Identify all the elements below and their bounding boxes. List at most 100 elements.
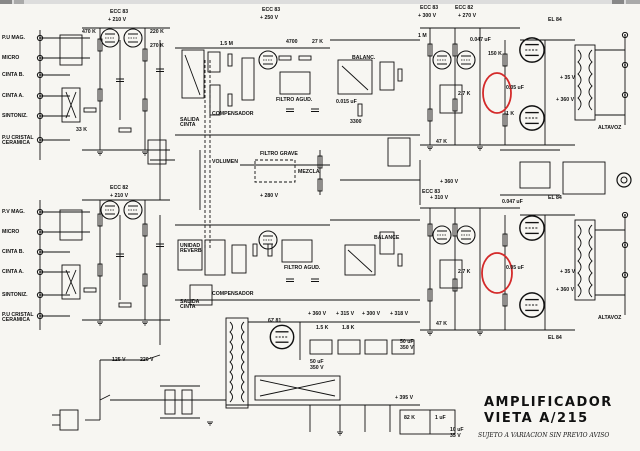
label-balance-1: BALANC. (352, 55, 376, 61)
component-value: 0.047 uF (502, 199, 523, 205)
component-value: 50 uF (310, 359, 324, 365)
label-altavoz-1: ALTAVOZ (598, 125, 622, 131)
tube-label-ecc83-b: ECC 83 (262, 7, 281, 13)
voltage-label: + 360 V (440, 179, 459, 185)
tube-label-ecc83-a: ECC 83 (110, 9, 129, 15)
tube-label-ecc82-a: ECC 82 (110, 185, 129, 191)
input-label-cinta-b-2: CINTA B. (2, 249, 24, 255)
component-value: 1.5 K (316, 325, 329, 331)
input-jacks (36, 31, 632, 320)
component-value: 470 K (82, 29, 96, 35)
component-value: 50 uF (400, 339, 414, 345)
input-label-micro-1: MICRO (2, 55, 20, 61)
central-shared-bus (147, 60, 560, 250)
component-value: 350 V (400, 345, 414, 351)
label-salida-cinta-1: SALIDA CINTA (180, 117, 200, 129)
scan-header-strip (0, 0, 640, 4)
label-filtro-agudo-2: FILTRO AGUD. (284, 265, 321, 271)
component-value: 350 V (310, 365, 324, 371)
component-value: 27 K (312, 39, 323, 45)
component-value: 220 K (150, 29, 164, 35)
input-label-cinta-a-2: CINTA A. (2, 269, 24, 275)
input-label-sintoniz-1: SINTONIZ. (2, 113, 28, 119)
voltage-label: + 35 V (560, 269, 576, 275)
schematic-title-line1: AMPLIFICADOR (484, 395, 613, 410)
component-value: 2.7 K (458, 269, 471, 275)
component-value: 1.5 M (220, 41, 233, 47)
component-value: 1 K (506, 111, 515, 117)
tube-label-ecc83-e: ECC 83 (422, 189, 441, 195)
annotation-circle-lower (481, 252, 513, 294)
component-value: 10 uF (450, 427, 464, 433)
label-compensador-1: COMPENSADOR (212, 111, 254, 117)
component-value: 33 K (76, 127, 87, 133)
annotation-circle-upper (482, 72, 512, 114)
label-altavoz-2: ALTAVOZ (598, 315, 622, 321)
input-label-pu-cristal-2: P.U CRISTAL CERAMICA (2, 312, 34, 324)
label-volumen: VOLUMEN (212, 159, 238, 165)
component-value: 82 K (404, 415, 415, 421)
component-value: 0.05 uF (506, 85, 524, 91)
label-mezcla: MEZCLA (298, 169, 320, 175)
input-label-micro-2: MICRO (2, 229, 20, 235)
voltage-label: + 210 V (110, 193, 129, 199)
component-value: 4700 (286, 39, 298, 45)
tube-label-el84-top: EL 84 (548, 17, 562, 23)
component-value: 220 V (140, 357, 154, 363)
input-label-cinta-b-1: CINTA B. (2, 72, 24, 78)
component-value: 0.015 uF (336, 99, 357, 105)
voltage-label: + 250 V (260, 15, 279, 21)
component-value: 2.7 K (458, 91, 471, 97)
label-unidad-reverb: UNIDAD REVERB (180, 243, 202, 255)
voltage-label: + 360 V (556, 287, 575, 293)
label-filtro-agudo-1: FILTRO AGUD. (276, 97, 313, 103)
component-value: 3300 (350, 119, 362, 125)
lower-channel (39, 199, 626, 331)
voltage-label: + 35 V (560, 75, 576, 81)
input-label-cinta-a-1: CINTA A. (2, 93, 24, 99)
tube-label-ecc83-c: ECC 83 (420, 5, 439, 11)
voltage-label: + 210 V (108, 17, 127, 23)
component-value: 0.047 uF (470, 37, 491, 43)
component-value: 125 V (112, 357, 126, 363)
annotation-circles (481, 72, 513, 294)
vacuum-tubes (100, 28, 545, 350)
label-balance-2: BALANCE (374, 235, 400, 241)
label-salida-cinta-2: SALIDA CINTA (180, 299, 200, 311)
component-value: 1 M (418, 33, 427, 39)
component-value: 1.8 K (342, 325, 355, 331)
voltage-label: + 270 V (458, 13, 477, 19)
voltage-label: + 315 V (336, 311, 355, 317)
component-value: 270 K (150, 43, 164, 49)
input-label-pu-mag-2: P.V MAG. (2, 209, 25, 215)
schematic-subtitle: SUJETO A VARIACION SIN PREVIO AVISO (478, 432, 610, 439)
label-filtro-grave: FILTRO GRAVE (260, 151, 298, 157)
component-value: 150 K (488, 51, 502, 57)
voltage-label: + 280 V (260, 193, 279, 199)
component-value: 1 uF (435, 415, 446, 421)
tube-label-el84-mid: EL 84 (548, 195, 562, 201)
voltage-label: + 395 V (395, 395, 414, 401)
voltage-label: + 300 V (418, 13, 437, 19)
input-label-pu-cristal-1: P.U CRISTAL CERAMICA (2, 135, 34, 147)
tube-label-el84-bot: EL 84 (548, 335, 562, 341)
label-compensador-2: COMPENSADOR (212, 291, 254, 297)
voltage-label: + 360 V (556, 97, 575, 103)
input-label-pu-mag-1: P.U MAG. (2, 35, 25, 41)
voltage-label: + 360 V (308, 311, 327, 317)
component-value: 0.05 uF (506, 265, 524, 271)
input-label-sintoniz-2: SINTONIZ. (2, 292, 28, 298)
component-value: 47 K (436, 139, 447, 145)
component-value: 47 K (436, 321, 447, 327)
voltage-label: + 310 V (430, 195, 449, 201)
power-supply (52, 317, 456, 435)
tube-label-ecc82-top: ECC 82 (455, 5, 474, 11)
tube-label-ez81: 6Z 81 (268, 318, 282, 324)
schematic-title-line2: VIETA A/215 (484, 411, 589, 426)
voltage-label: + 300 V (362, 311, 381, 317)
upper-channel (39, 27, 626, 195)
component-value: 35 V (450, 433, 461, 439)
voltage-label: + 318 V (390, 311, 409, 317)
